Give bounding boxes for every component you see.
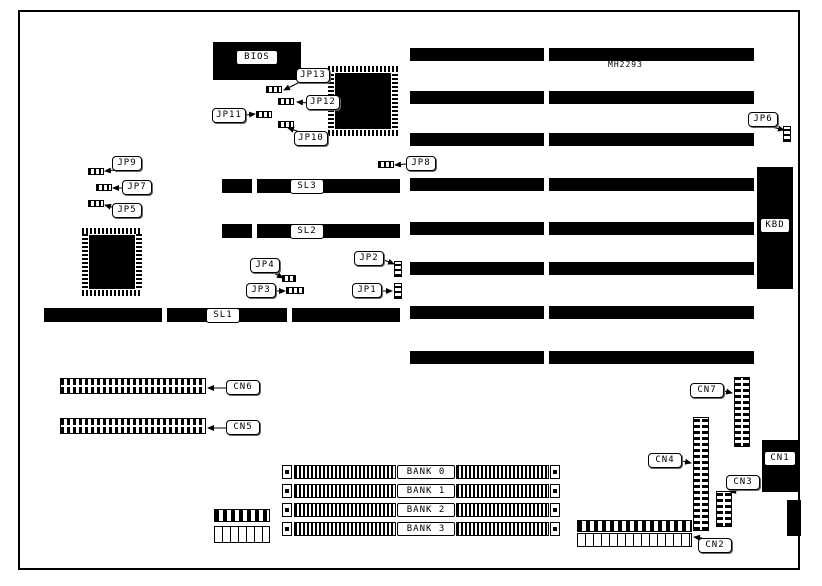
expansion-slot [549,133,754,146]
cn4-header [693,417,709,531]
cn6-header [60,378,206,394]
simm-clip [550,503,560,517]
simm-clip [550,484,560,498]
expansion-slot [410,91,544,104]
simm-clip [282,503,292,517]
expansion-slot [410,133,544,146]
jumper-jp9 [88,168,104,175]
jp5-callout: JP5 [112,203,142,218]
jumper-jp5 [88,200,104,207]
cn2-callout: CN2 [698,538,732,553]
bios-label: BIOS [236,50,278,65]
switch-block-top [214,509,270,522]
bank0-label: BANK 0 [397,465,455,479]
jumper-jp8 [378,161,394,168]
jp8-callout: JP8 [406,156,436,171]
simm-clip [282,465,292,479]
model-number: MH2293 [608,60,643,69]
jp7-callout: JP7 [122,180,152,195]
expansion-slot [410,48,544,61]
jp6-callout: JP6 [748,112,778,127]
slot-sl3 [257,179,400,193]
simm-socket [456,522,549,536]
cn4-callout: CN4 [648,453,682,468]
expansion-slot [549,91,754,104]
cn7-header [734,377,750,447]
ic-chip-left [82,228,142,296]
bank3-label: BANK 3 [397,522,455,536]
simm-clip [550,465,560,479]
jumper-jp3 [286,287,304,294]
simm-socket [294,522,396,536]
jp13-callout: JP13 [296,68,330,83]
simm-socket [456,484,549,498]
cn6-callout: CN6 [226,380,260,395]
simm-clip [282,484,292,498]
cn5-callout: CN5 [226,420,260,435]
expansion-slot [549,222,754,235]
kbd-label: KBD [760,218,790,233]
expansion-slot [549,306,754,319]
slot-sl3 [222,179,252,193]
slot-sl1 [292,308,400,322]
cn2-header-top [577,520,692,532]
cn3-header [716,491,732,527]
jumper-jp12 [278,98,294,105]
simm-clip [282,522,292,536]
jumper-jp6 [783,126,791,142]
bank1-label: BANK 1 [397,484,455,498]
jumper-jp4 [282,275,296,282]
jp4-callout: JP4 [250,258,280,273]
expansion-slot [549,178,754,191]
jp11-callout: JP11 [212,108,246,123]
jumper-jp7 [96,184,112,191]
slot-sl2 [257,224,400,238]
jumper-jp11 [256,111,272,118]
simm-socket [456,503,549,517]
simm-socket [456,465,549,479]
simm-socket [294,503,396,517]
jumper-jp10 [278,121,294,128]
slot-sl1 [44,308,162,322]
expansion-slot [549,48,754,61]
jp9-callout: JP9 [112,156,142,171]
cn3-callout: CN3 [726,475,760,490]
expansion-slot [410,178,544,191]
switch-block-bottom [214,526,270,543]
cn2-header-bottom [577,533,692,547]
simm-socket [294,484,396,498]
ic-chip-top [328,66,398,136]
jp1-callout: JP1 [352,283,382,298]
expansion-slot [410,306,544,319]
jp3-callout: JP3 [246,283,276,298]
simm-clip [550,522,560,536]
jp12-callout: JP12 [306,95,340,110]
simm-socket [294,465,396,479]
slot-sl2 [222,224,252,238]
expansion-slot [410,262,544,275]
jp2-callout: JP2 [354,251,384,266]
cn7-callout: CN7 [690,383,724,398]
edge-connector [787,500,801,536]
cn1-connector [762,440,799,492]
sl2-label: SL2 [290,224,324,239]
sl3-label: SL3 [290,179,324,194]
cn5-header [60,418,206,434]
sl1-label: SL1 [206,308,240,323]
jumper-jp13 [266,86,282,93]
expansion-slot [410,222,544,235]
bank2-label: BANK 2 [397,503,455,517]
jp10-callout: JP10 [294,131,328,146]
jumper-jp2 [394,261,402,277]
cn1-label: CN1 [764,451,796,466]
jumper-jp1 [394,283,402,299]
expansion-slot [410,351,544,364]
expansion-slot [549,262,754,275]
expansion-slot [549,351,754,364]
